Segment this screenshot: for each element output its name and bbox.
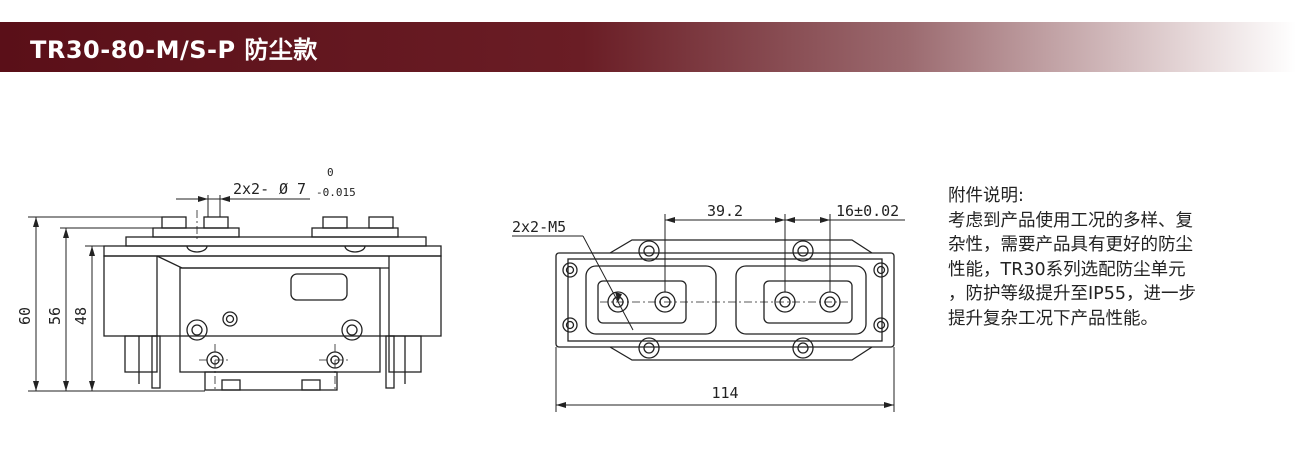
tolerance-lower: -0.015 xyxy=(316,186,356,199)
dim-height-total: 60 xyxy=(16,307,34,325)
notes-line: 考虑到产品使用工况的多样、复 xyxy=(948,210,1193,231)
front-view-arrows xyxy=(33,196,230,391)
page-title: TR30-80-M/S-P 防尘款 xyxy=(30,36,318,64)
notes-line: 杂性，需要产品具有更好的防尘 xyxy=(948,235,1193,255)
front-view-centerlines xyxy=(196,210,351,392)
top-view-arrows xyxy=(556,217,894,408)
top-view-dimension-lines xyxy=(512,214,905,412)
tolerance-upper: 0 xyxy=(327,166,334,179)
diameter-symbol: Ø xyxy=(279,180,288,198)
notes-line: 性能，TR30系列选配防尘单元 xyxy=(948,259,1186,280)
hole-diameter: 7 xyxy=(297,180,306,198)
dim-height-inner: 48 xyxy=(72,307,90,325)
accessory-notes: 附件说明: 考虑到产品使用工况的多样、复 杂性，需要产品具有更好的防尘 性能，T… xyxy=(948,184,1278,331)
front-view-dimension-lines xyxy=(28,195,310,392)
notes-line: ，防护等级提升至IP55，进一步 xyxy=(948,284,1196,304)
hole-callout: 2x2- xyxy=(233,180,269,198)
notes-line: 提升复杂工况下产品性能。 xyxy=(948,308,1158,329)
dim-hole-pitch: 16±0.02 xyxy=(836,202,899,220)
thread-callout: 2x2-M5 xyxy=(512,218,566,236)
top-view-drawing xyxy=(555,239,895,361)
dim-hole-spacing: 39.2 xyxy=(707,202,743,220)
dim-overall-width: 114 xyxy=(711,384,738,402)
front-view-drawing xyxy=(103,216,442,391)
title-banner: TR30-80-M/S-P 防尘款 xyxy=(0,22,1296,72)
notes-heading: 附件说明: xyxy=(948,186,1024,206)
dim-height-mid: 56 xyxy=(46,307,64,325)
